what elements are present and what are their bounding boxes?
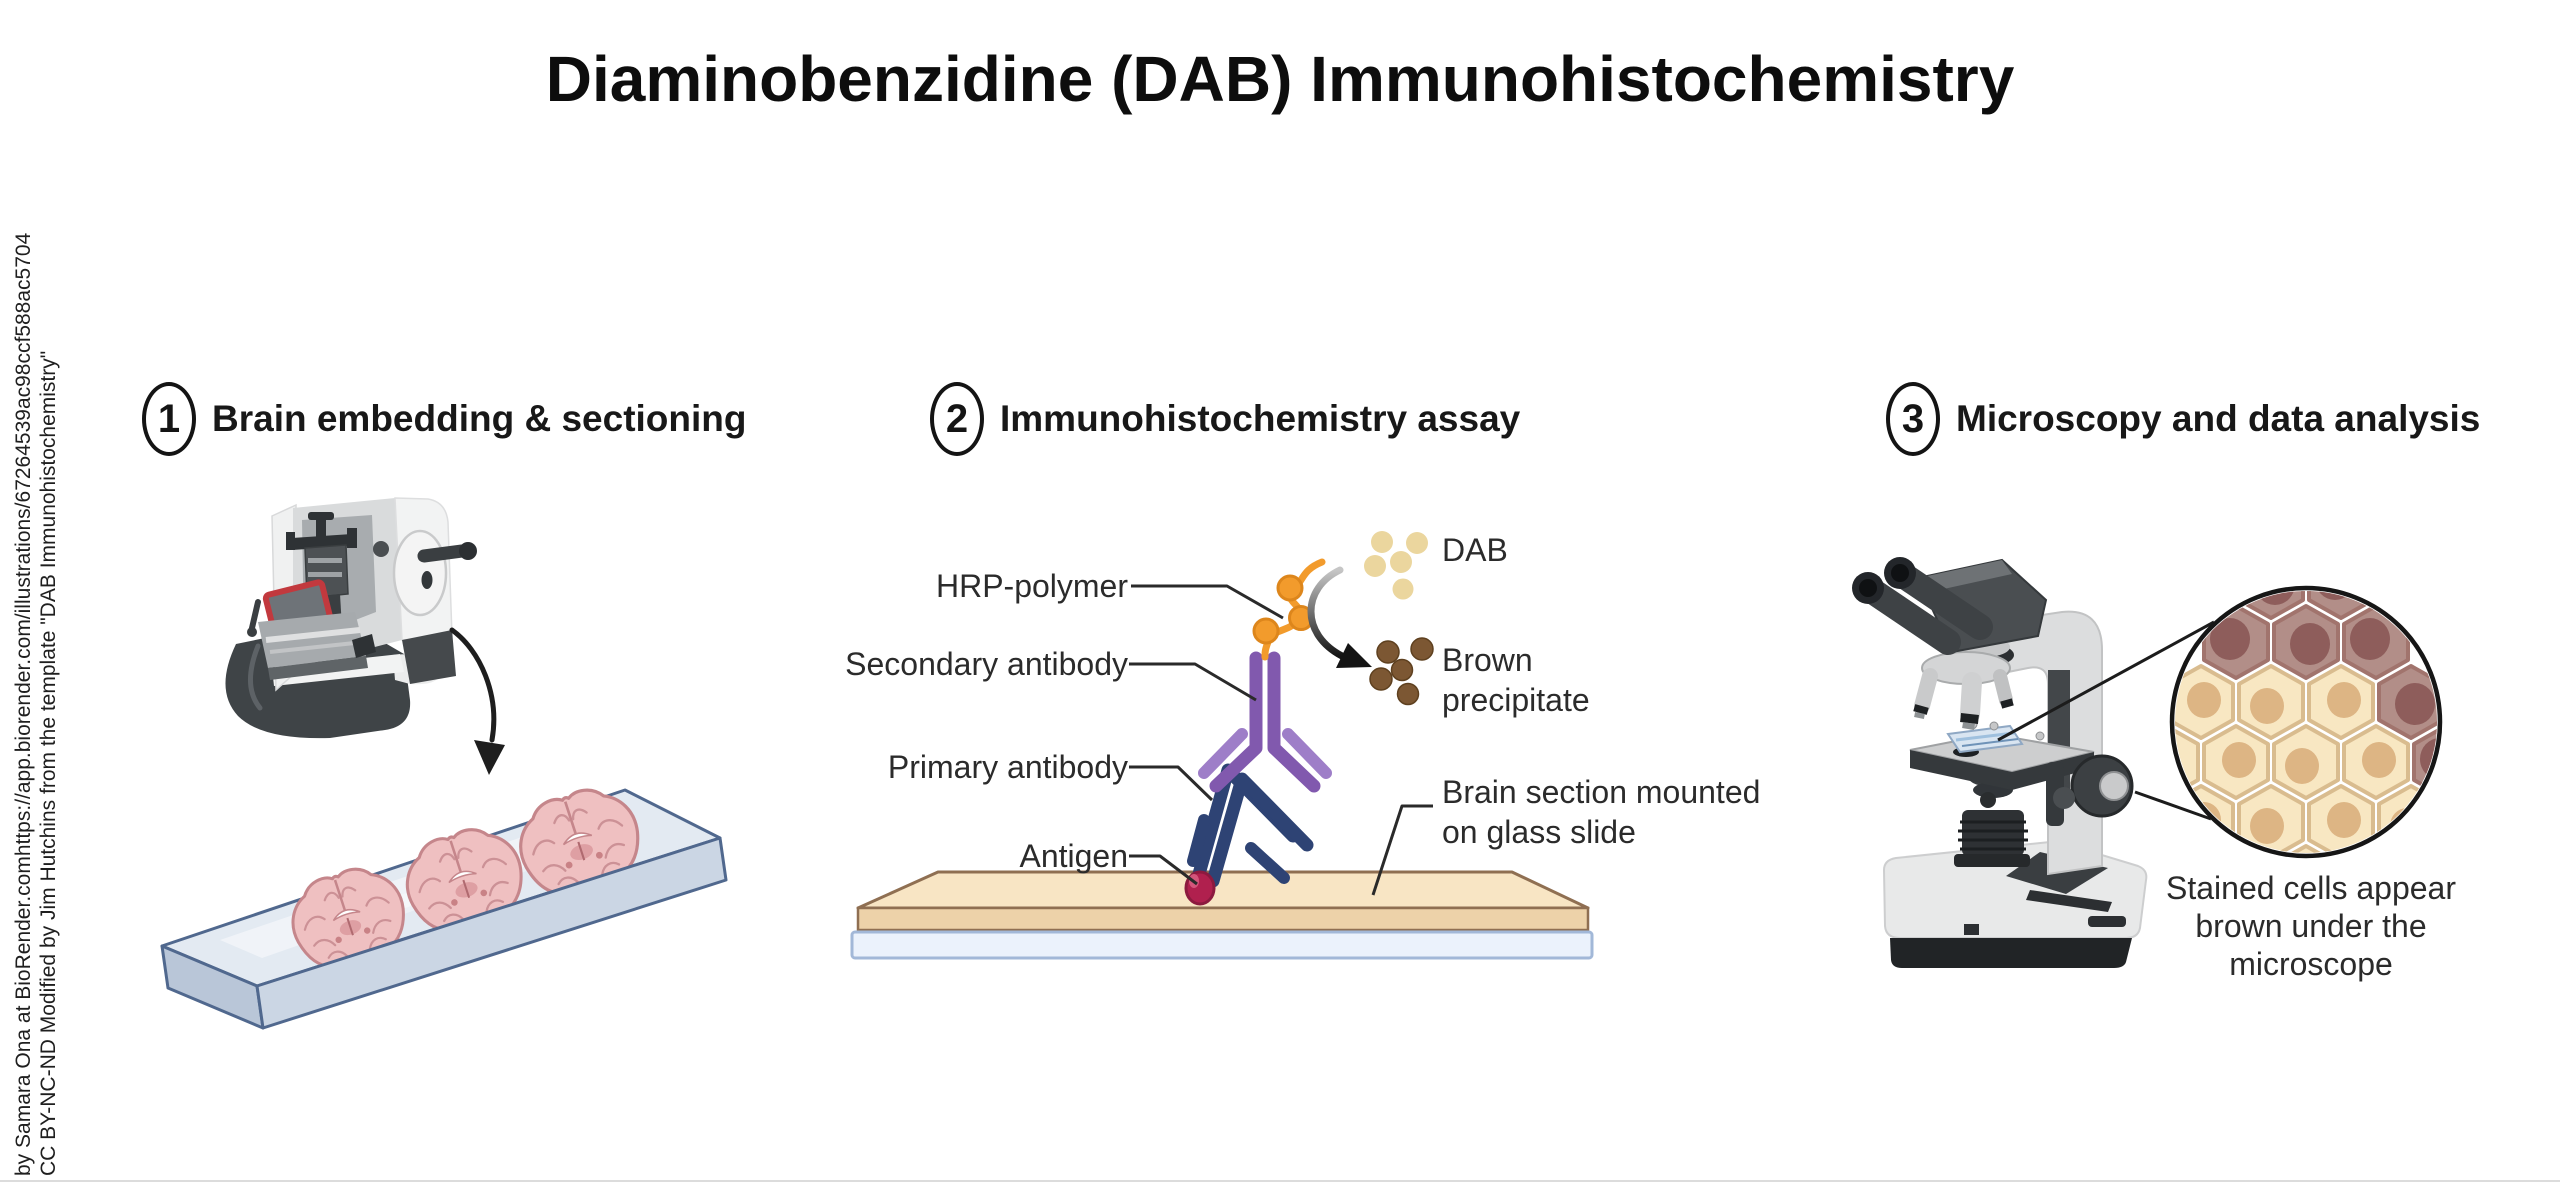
- glass-slide: [850, 930, 1594, 960]
- slide-with-brain-sections: [160, 776, 728, 1030]
- microtome-handle: [417, 544, 469, 563]
- step-2-number: 2: [945, 396, 969, 441]
- microscopy-caption-line2: brown under the: [2195, 908, 2427, 944]
- brain-section-slide-line1: Brain section mounted: [1442, 774, 1761, 810]
- sectioning-arrow-icon: [449, 627, 505, 775]
- step-2-number-badge: 2: [930, 382, 984, 456]
- step-2-title: Immunohistochemistry assay: [1000, 398, 1521, 439]
- binocular-eyepieces: [1852, 557, 1993, 655]
- lens-circle: [2169, 585, 2443, 859]
- page-title: Diaminobenzidine (DAB) Immunohistochemis…: [545, 43, 2015, 115]
- zoom-line-upper: [1997, 620, 2215, 742]
- dab-label: DAB: [1442, 532, 1508, 568]
- step-3-number: 3: [1901, 396, 1925, 441]
- assay-diagram: [850, 531, 1594, 960]
- microtome-illustration: [225, 497, 477, 739]
- dab-granules-icon: [1364, 531, 1428, 600]
- brown-precipitate-granules-icon: [1369, 637, 1434, 706]
- magnified-view: [1997, 585, 2443, 859]
- hrp-polymer-icon: [1252, 558, 1326, 661]
- bottom-edge-line: [0, 1180, 2560, 1182]
- microscopy-caption-line3: microscope: [2229, 946, 2393, 982]
- dab-conversion-arrow-icon: [1307, 566, 1372, 668]
- step-1-title: Brain embedding & sectioning: [212, 398, 747, 439]
- credit-attribution-text: by Samara Ona at BioRender.comhttps://ap…: [12, 232, 35, 1176]
- step-3-title: Microscopy and data analysis: [1956, 398, 2481, 439]
- hrp-polymer-label: HRP-polymer: [935, 568, 1128, 604]
- secondary-antibody-icon: [1198, 651, 1332, 793]
- brain-section-slide-line2: on glass slide: [1442, 814, 1636, 850]
- zoom-line-lower: [2134, 790, 2212, 821]
- brain-section-slide-label: Brain section mounted on glass slide: [1442, 772, 1760, 852]
- secondary-antibody-label: Secondary antibody: [845, 646, 1128, 682]
- step-1-number-badge: 1: [142, 382, 196, 456]
- brown-precipitate-line1: Brown: [1442, 642, 1533, 678]
- objective-lenses: [1913, 668, 2014, 730]
- step-1-number: 1: [157, 396, 181, 441]
- microscope-illustration: [1852, 557, 2148, 968]
- leader-lines: [1129, 584, 1433, 896]
- antigen-label: Antigen: [1019, 838, 1128, 874]
- brown-precipitate-label: Brown precipitate: [1442, 640, 1590, 720]
- step-3-number-badge: 3: [1886, 382, 1940, 456]
- microscopy-caption: Stained cells appear brown under the mic…: [2156, 869, 2466, 983]
- microscopy-caption-line1: Stained cells appear: [2166, 870, 2456, 906]
- primary-antibody-label: Primary antibody: [887, 749, 1128, 785]
- credit-license-text: CC BY-NC-ND Modified by Jim Hutchins fro…: [37, 350, 60, 1176]
- tissue-slide: [850, 870, 1594, 960]
- brown-precipitate-line2: precipitate: [1442, 682, 1590, 718]
